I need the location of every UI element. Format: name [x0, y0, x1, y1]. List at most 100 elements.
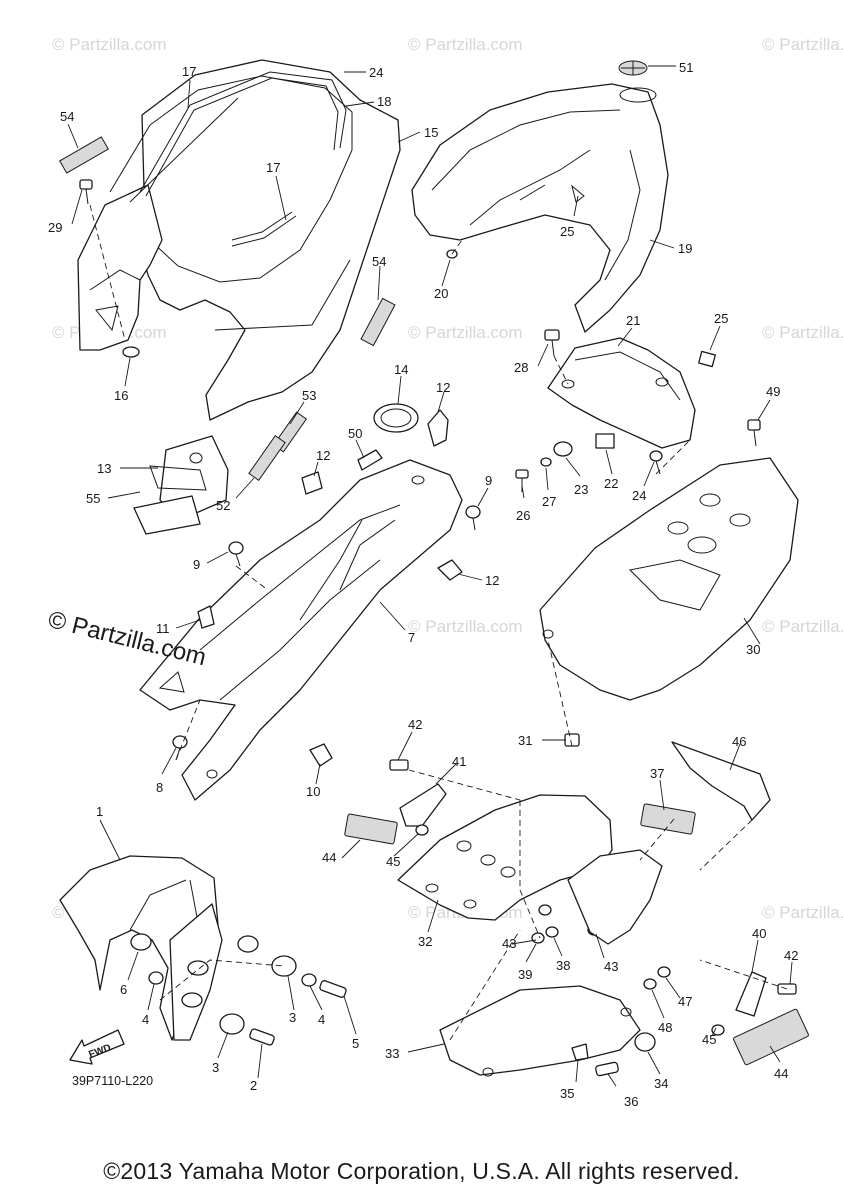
callout-9[interactable]: 9 — [193, 557, 200, 572]
callout-31[interactable]: 31 — [518, 733, 532, 748]
callout-35[interactable]: 35 — [560, 1086, 574, 1101]
callout-44b[interactable]: 44 — [774, 1066, 788, 1081]
callout-53[interactable]: 53 — [302, 388, 316, 403]
callout-11[interactable]: 11 — [156, 621, 170, 636]
callout-17b[interactable]: 17 — [266, 160, 280, 175]
watermark: © Partzilla.com — [762, 617, 843, 636]
callout-28[interactable]: 28 — [514, 360, 528, 375]
bolt-drawing — [228, 541, 244, 567]
callout-10[interactable]: 10 — [306, 784, 320, 799]
callout-33[interactable]: 33 — [385, 1046, 399, 1061]
callout-24b[interactable]: 24 — [632, 488, 646, 503]
callout-12[interactable]: 12 — [436, 380, 450, 395]
watermark: © Partzilla.com — [408, 323, 523, 342]
nut-drawing — [538, 904, 552, 916]
callout-46[interactable]: 46 — [732, 734, 746, 749]
callout-3[interactable]: 3 — [289, 1010, 296, 1025]
nut-drawing — [571, 1043, 589, 1061]
bolt-drawing — [172, 735, 188, 761]
reflector-drawing — [640, 803, 696, 835]
callout-4[interactable]: 4 — [318, 1012, 325, 1027]
watermark: © Partzilla.com — [762, 903, 843, 922]
callout-55[interactable]: 55 — [86, 491, 100, 506]
callout-36[interactable]: 36 — [624, 1094, 638, 1109]
callout-43b[interactable]: 43 — [604, 959, 618, 974]
bolt-drawing — [544, 329, 560, 357]
damper-drawing — [248, 435, 286, 481]
callout-21[interactable]: 21 — [626, 313, 640, 328]
callout-25b[interactable]: 25 — [714, 311, 728, 326]
nut-drawing — [415, 824, 429, 836]
callout-1[interactable]: 1 — [96, 804, 103, 819]
washer-drawing — [540, 457, 552, 467]
callout-12b[interactable]: 12 — [316, 448, 330, 463]
callout-5[interactable]: 5 — [352, 1036, 359, 1051]
callout-3b[interactable]: 3 — [212, 1060, 219, 1075]
bolt-drawing — [465, 505, 481, 531]
bolt-drawing — [79, 179, 93, 205]
callout-23[interactable]: 23 — [574, 482, 588, 497]
callout-37[interactable]: 37 — [650, 766, 664, 781]
callout-52[interactable]: 52 — [216, 498, 230, 513]
callout-25[interactable]: 25 — [560, 224, 574, 239]
callout-16[interactable]: 16 — [114, 388, 128, 403]
callout-8[interactable]: 8 — [156, 780, 163, 795]
callout-7[interactable]: 7 — [408, 630, 415, 645]
callout-34[interactable]: 34 — [654, 1076, 668, 1091]
reflector-drawing — [344, 813, 398, 845]
callout-14[interactable]: 14 — [394, 362, 408, 377]
callout-48[interactable]: 48 — [658, 1020, 672, 1035]
callout-26[interactable]: 26 — [516, 508, 530, 523]
callout-47[interactable]: 47 — [678, 994, 692, 1009]
callout-17[interactable]: 17 — [182, 64, 196, 79]
collar-drawing — [130, 933, 152, 951]
callout-51[interactable]: 51 — [679, 60, 693, 75]
screw-drawing — [747, 419, 761, 447]
callout-45b[interactable]: 45 — [702, 1032, 716, 1047]
reflector-drawing — [733, 1008, 809, 1066]
callout-20[interactable]: 20 — [434, 286, 448, 301]
washer-drawing — [122, 346, 140, 358]
watermark: © Partzilla.com — [762, 323, 843, 342]
copyright-notice: ©2013 Yamaha Motor Corporation, U.S.A. A… — [103, 1158, 740, 1184]
callout-22[interactable]: 22 — [604, 476, 618, 491]
callout-39[interactable]: 39 — [518, 967, 532, 982]
watermark: © Partzilla.com — [52, 35, 167, 54]
callout-19[interactable]: 19 — [678, 241, 692, 256]
callout-24[interactable]: 24 — [369, 65, 383, 80]
callout-4b[interactable]: 4 — [142, 1012, 149, 1027]
side-cover-drawing — [77, 59, 401, 421]
callout-38[interactable]: 38 — [556, 958, 570, 973]
ring-drawing — [373, 403, 419, 433]
callout-9b[interactable]: 9 — [485, 473, 492, 488]
callout-49[interactable]: 49 — [766, 384, 780, 399]
cap-drawing — [618, 60, 648, 76]
callout-41[interactable]: 41 — [452, 754, 466, 769]
callout-50[interactable]: 50 — [348, 426, 362, 441]
callout-6[interactable]: 6 — [120, 982, 127, 997]
under-tray-drawing — [539, 457, 799, 701]
callout-2[interactable]: 2 — [250, 1078, 257, 1093]
bolt-drawing — [249, 1028, 275, 1046]
callout-12c[interactable]: 12 — [485, 573, 499, 588]
callout-54b[interactable]: 54 — [372, 254, 386, 269]
callout-44[interactable]: 44 — [322, 850, 336, 865]
callout-45[interactable]: 45 — [386, 854, 400, 869]
fwd-arrow: FWD — [69, 1029, 125, 1065]
callout-27[interactable]: 27 — [542, 494, 556, 509]
emblem-drawing — [360, 297, 396, 347]
seal-drawing — [139, 71, 347, 247]
callout-29[interactable]: 29 — [48, 220, 62, 235]
callout-30[interactable]: 30 — [746, 642, 760, 657]
callout-15[interactable]: 15 — [424, 125, 438, 140]
callout-32[interactable]: 32 — [418, 934, 432, 949]
callout-42[interactable]: 42 — [408, 717, 422, 732]
callout-40[interactable]: 40 — [752, 926, 766, 941]
callout-54[interactable]: 54 — [60, 109, 74, 124]
nut-drawing — [698, 350, 716, 368]
callout-43[interactable]: 43 — [502, 936, 516, 951]
callout-18[interactable]: 18 — [377, 94, 391, 109]
callout-42b[interactable]: 42 — [784, 948, 798, 963]
clip-drawing — [197, 605, 215, 629]
callout-13[interactable]: 13 — [97, 461, 111, 476]
